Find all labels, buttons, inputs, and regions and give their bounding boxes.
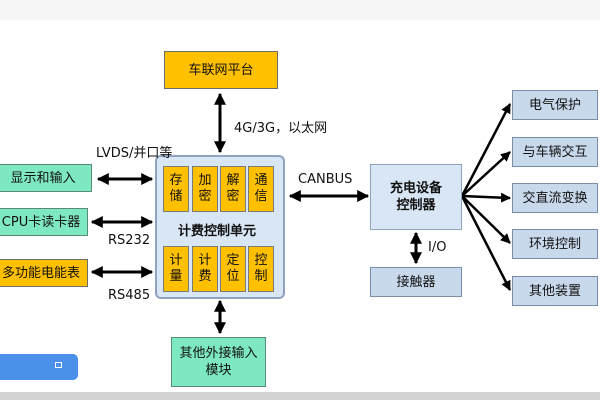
cell-positioning: 定位 bbox=[220, 246, 246, 292]
other-devices-label: 其他装置 bbox=[528, 283, 581, 299]
external-input-module-label: 其他外接输入模块 bbox=[179, 346, 258, 378]
cell-storage: 存储 bbox=[163, 166, 189, 212]
billing-unit-title: 计费控制单元 bbox=[178, 224, 257, 239]
multifunction-meter-box: 多功能电能表 bbox=[0, 259, 88, 287]
external-input-module-box: 其他外接输入模块 bbox=[171, 337, 266, 387]
floating-widget[interactable] bbox=[0, 354, 78, 380]
arrow-to-acdc-conversion bbox=[461, 192, 511, 203]
card-reader-label: CPU卡读卡器 bbox=[1, 214, 81, 230]
electrical-protection-box: 电气保护 bbox=[512, 90, 598, 120]
arrow-to-vehicle-interaction bbox=[461, 151, 511, 197]
arrow-to-environment-control bbox=[461, 195, 511, 244]
canbus-label: CANBUS bbox=[298, 172, 353, 187]
cell-control: 控制 bbox=[248, 246, 274, 292]
cell-communication: 通信 bbox=[248, 166, 274, 212]
acdc-conversion-box: 交直流变换 bbox=[512, 183, 598, 213]
cell-encrypt: 加密 bbox=[192, 166, 218, 212]
vehicle-network-platform-box: 车联网平台 bbox=[164, 51, 278, 89]
bottom-scrollbar[interactable] bbox=[0, 392, 600, 400]
io-label: I/O bbox=[428, 240, 447, 255]
arrow-to-other-devices bbox=[460, 195, 512, 291]
lvds-link-label: LVDS/并口等 bbox=[96, 146, 173, 161]
arrow-to-electrical-protection bbox=[460, 103, 512, 197]
cell-billing: 计费 bbox=[192, 246, 218, 292]
multifunction-meter-label: 多功能电能表 bbox=[1, 265, 80, 281]
environment-control-box: 环境控制 bbox=[512, 229, 598, 259]
charger-controller-box: 充电设备控制器 bbox=[370, 164, 462, 230]
other-devices-box: 其他装置 bbox=[512, 276, 598, 306]
acdc-conversion-label: 交直流变换 bbox=[522, 190, 588, 206]
rs485-link-label: RS485 bbox=[108, 288, 151, 303]
cell-metering: 计量 bbox=[163, 246, 189, 292]
display-input-box: 显示和输入 bbox=[0, 164, 92, 192]
vehicle-network-platform-label: 车联网平台 bbox=[188, 62, 254, 78]
environment-control-label: 环境控制 bbox=[528, 236, 581, 252]
display-input-label: 显示和输入 bbox=[10, 170, 76, 186]
vehicle-interaction-label: 与车辆交互 bbox=[522, 144, 588, 160]
charger-controller-label: 充电设备控制器 bbox=[389, 181, 442, 213]
cell-decrypt: 解密 bbox=[220, 166, 246, 212]
vehicle-interaction-box: 与车辆交互 bbox=[512, 137, 598, 167]
electrical-protection-label: 电气保护 bbox=[528, 97, 581, 113]
window-icon[interactable] bbox=[55, 362, 62, 368]
network-label: 4G/3G，以太网 bbox=[234, 121, 328, 136]
contactor-label: 接触器 bbox=[396, 274, 436, 290]
rs232-link-label: RS232 bbox=[108, 233, 151, 248]
diagram-canvas bbox=[0, 20, 600, 392]
contactor-box: 接触器 bbox=[370, 267, 462, 297]
card-reader-box: CPU卡读卡器 bbox=[0, 208, 88, 236]
